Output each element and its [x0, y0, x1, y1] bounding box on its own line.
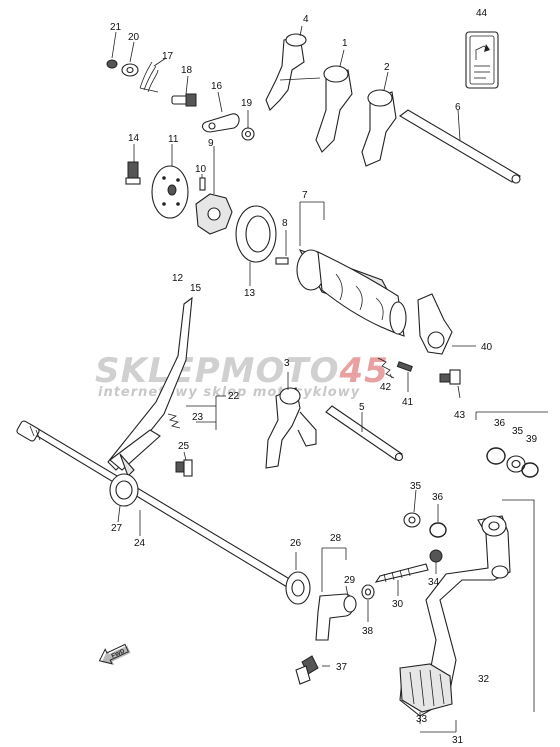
part-2-shift-fork [361, 71, 397, 167]
callout-31: 31 [452, 735, 464, 746]
leader-32 [502, 499, 535, 712]
callout-12: 12 [172, 273, 184, 284]
part-10-pin [199, 174, 206, 191]
callout-37: 37 [336, 662, 348, 673]
callout-27: 27 [111, 523, 123, 534]
callout-20: 20 [128, 32, 140, 43]
part-17-spring [139, 57, 167, 93]
part-28-arm [315, 547, 357, 641]
part-38-nut [361, 584, 375, 622]
callout-21: 21 [110, 22, 122, 33]
part-22-gearshift-arm [107, 296, 226, 477]
callout-14: 14 [128, 133, 140, 144]
leader-right-group [475, 411, 548, 420]
callout-labels: 1 2 3 4 5 6 7 8 9 10 11 12 13 14 15 16 1… [110, 8, 538, 746]
part-39-circlip [521, 462, 539, 478]
callout-34: 34 [428, 577, 440, 588]
part-6-shift-shaft [399, 109, 521, 184]
part-3-shift-fork [265, 372, 317, 469]
callout-17: 17 [162, 51, 174, 62]
part-37-bolt [295, 655, 330, 685]
part-24-gearshift-shaft [16, 420, 299, 592]
part-5-shift-shaft [325, 405, 404, 462]
callout-11: 11 [168, 134, 179, 145]
part-36-circlip-right [486, 447, 506, 465]
callout-8: 8 [282, 218, 288, 229]
callout-38: 38 [362, 626, 374, 637]
callout-24: 24 [134, 538, 146, 549]
callout-35-right: 35 [512, 426, 524, 437]
callout-29: 29 [344, 575, 356, 586]
part-27-return-spring [109, 473, 139, 523]
part-35-washer-left [403, 489, 421, 528]
callout-36-right: 36 [494, 418, 506, 429]
callout-33: 33 [416, 714, 428, 725]
callout-42: 42 [380, 382, 392, 393]
part-29-bolt [345, 585, 349, 597]
callout-3: 3 [284, 358, 290, 369]
callout-30: 30 [392, 599, 404, 610]
callout-25: 25 [178, 441, 190, 452]
part-44-caution-label [465, 31, 499, 89]
part-21-nut [106, 31, 118, 69]
part-7-gearshift-cam [296, 201, 407, 337]
part-40-cam-gear [417, 293, 476, 355]
watermark: SKLEPMOTO45 internetowy sklep motocyklow… [95, 351, 389, 400]
part-8-pin [275, 230, 289, 265]
part-41-pin [396, 361, 413, 392]
callout-41: 41 [402, 397, 414, 408]
callout-7: 7 [302, 190, 308, 201]
part-4-shift-fork [265, 25, 321, 111]
part-14-bolt [125, 144, 141, 185]
callout-19: 19 [241, 98, 253, 109]
callout-40: 40 [481, 342, 493, 353]
callout-18: 18 [181, 65, 193, 76]
part-33-rubber [399, 663, 453, 724]
callout-43: 43 [454, 410, 466, 421]
part-16-link [201, 91, 240, 133]
callout-10: 10 [195, 164, 207, 175]
part-42-spring [377, 357, 395, 379]
callout-5: 5 [359, 402, 365, 413]
part-30-rod [374, 563, 429, 596]
callout-9: 9 [208, 138, 214, 149]
part-26-oil-seal [285, 552, 311, 605]
callout-2: 2 [384, 62, 390, 73]
callout-16: 16 [211, 81, 223, 92]
watermark-brand: SKLEPMOTO45 [95, 351, 389, 391]
callout-6: 6 [455, 102, 461, 113]
part-19-washer [241, 110, 255, 141]
callout-28: 28 [330, 533, 342, 544]
callout-26: 26 [290, 538, 302, 549]
callout-44: 44 [476, 8, 488, 19]
callout-35-left: 35 [410, 481, 422, 492]
callout-1: 1 [342, 38, 348, 49]
part-20-washer [121, 41, 139, 77]
part-25-bolt [175, 451, 193, 477]
part-36-circlip-left [429, 504, 447, 538]
callout-36-left: 36 [432, 492, 444, 503]
callout-39: 39 [526, 434, 538, 445]
part-9-stopper [195, 146, 233, 235]
callout-23: 23 [192, 412, 204, 423]
part-13-bearing [235, 205, 277, 286]
part-23-spring [167, 413, 181, 429]
fwd-arrow-icon: FWD [98, 643, 131, 665]
callout-15: 15 [190, 283, 202, 294]
part-18-bolt [171, 75, 197, 107]
callout-32: 32 [478, 674, 490, 685]
part-43-bolt [439, 369, 461, 399]
part-11-cam-plate [151, 144, 189, 219]
part-1-shift-fork [315, 49, 353, 153]
part-34-nut [429, 549, 443, 574]
callout-13: 13 [244, 288, 256, 299]
fwd-label: FWD [111, 648, 127, 659]
callout-4: 4 [303, 14, 309, 25]
callout-22: 22 [228, 391, 240, 402]
